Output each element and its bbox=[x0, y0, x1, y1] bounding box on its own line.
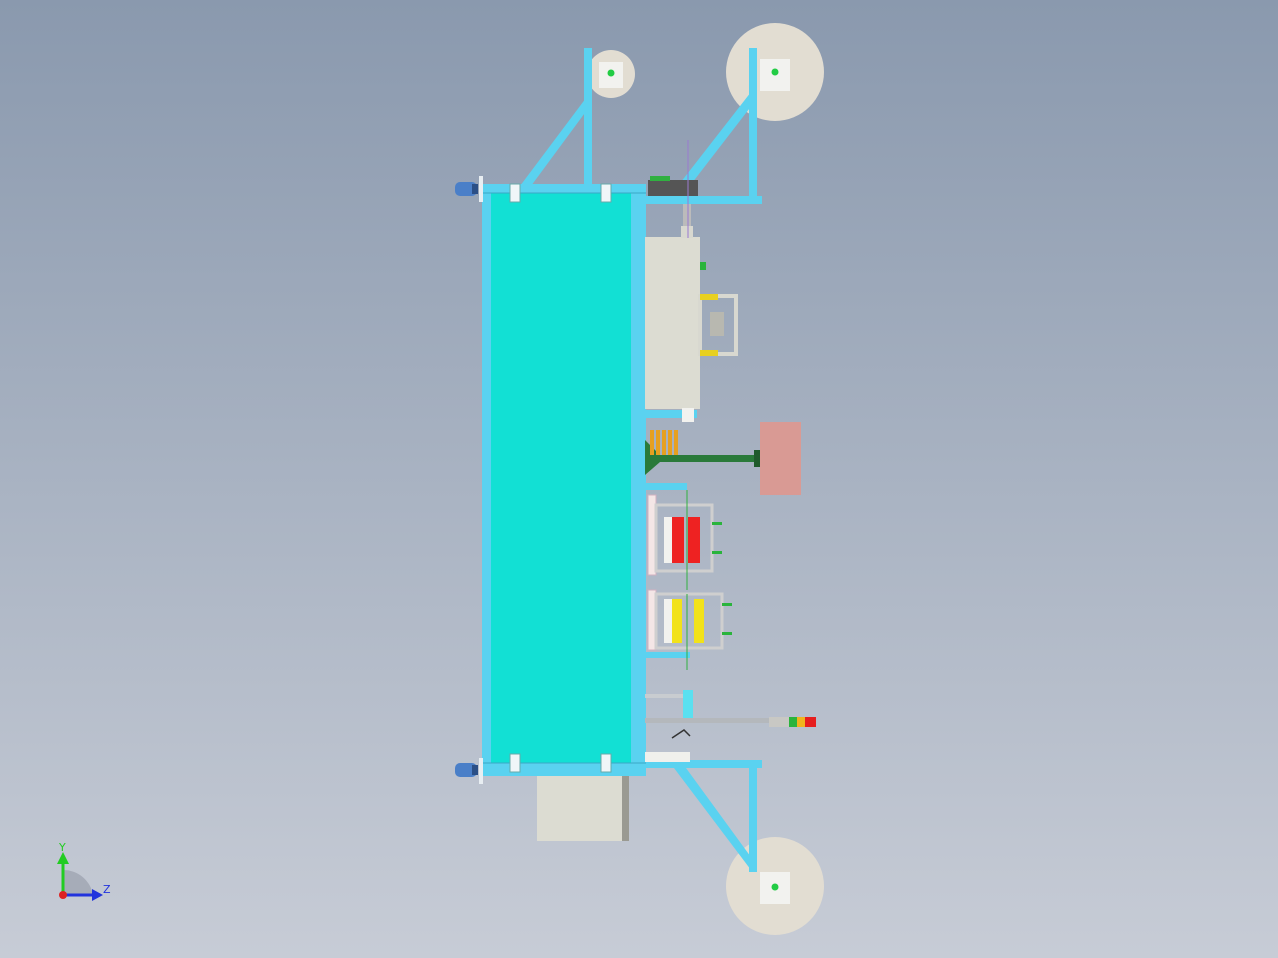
cyan-panel bbox=[491, 193, 631, 763]
z-axis-arrowhead bbox=[92, 889, 103, 901]
x-axis-origin bbox=[59, 891, 67, 899]
bracket-top-left bbox=[520, 48, 592, 186]
triad-plane-quadrant bbox=[63, 869, 93, 895]
reel-top-small[interactable] bbox=[587, 50, 635, 98]
z-axis-label: Z bbox=[103, 883, 111, 896]
signal-beacon[interactable] bbox=[769, 717, 816, 727]
caster-bottom bbox=[455, 763, 478, 777]
cutter-housing[interactable] bbox=[645, 140, 738, 422]
machine-assembly[interactable] bbox=[455, 23, 824, 935]
y-axis-arrowhead bbox=[57, 852, 69, 864]
orientation-triad: Y Z bbox=[57, 841, 111, 901]
bracket-bottom-right bbox=[644, 760, 762, 872]
winding-spindle[interactable] bbox=[645, 430, 760, 475]
coil-station-red[interactable] bbox=[645, 483, 722, 590]
guide-rods bbox=[645, 690, 769, 762]
caster-top bbox=[455, 182, 478, 196]
y-axis-label: Y bbox=[58, 841, 66, 854]
bracket-top-right bbox=[644, 48, 762, 204]
main-frame[interactable] bbox=[479, 176, 646, 784]
control-box[interactable] bbox=[537, 776, 629, 841]
coil-station-yellow[interactable] bbox=[645, 589, 732, 670]
drive-motor[interactable] bbox=[760, 422, 801, 495]
spring-coil bbox=[650, 430, 678, 455]
